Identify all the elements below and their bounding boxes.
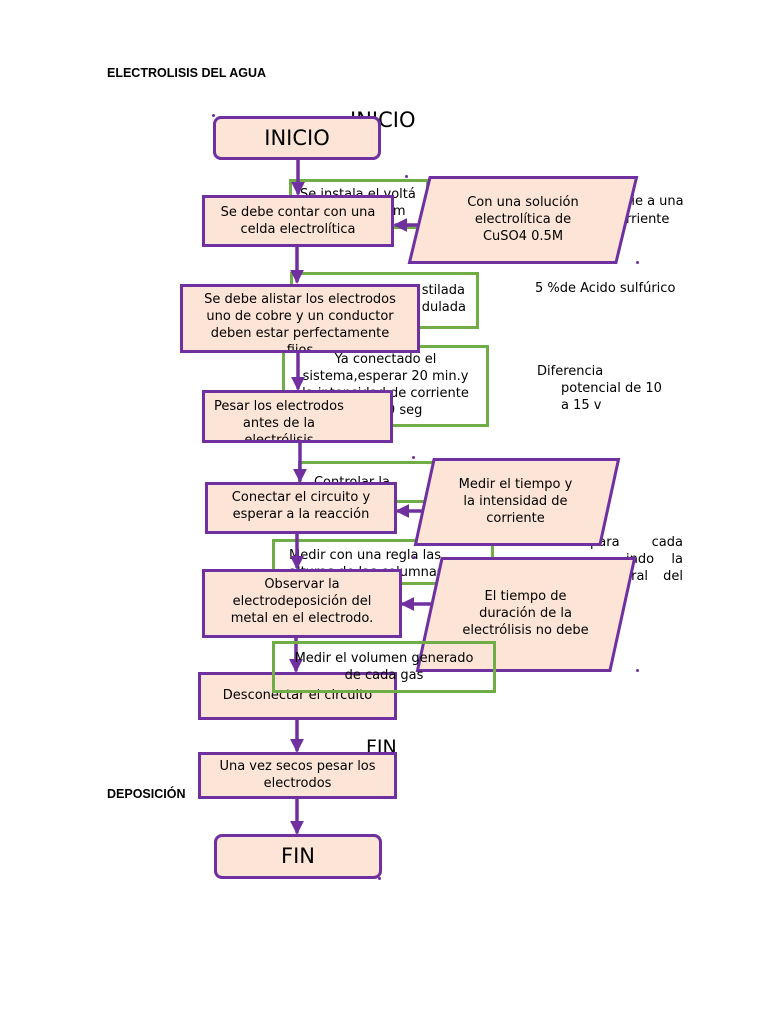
handle-dot — [378, 877, 381, 880]
flow-step-line: esperar a la reacción — [232, 507, 370, 522]
voltage-note-line: potencial de 10 — [561, 381, 662, 396]
flow-step-6: Desconectar el circuito — [198, 672, 397, 720]
flow-end: FIN — [214, 834, 382, 879]
green-box-line: Ya conectado el — [334, 352, 437, 367]
section-label: DEPOSICIÓN — [107, 787, 186, 801]
green-box-line: de cada gas — [344, 668, 424, 683]
io-line: Con una solución — [467, 195, 579, 210]
handle-dot — [636, 261, 639, 264]
flow-step-line: uno de cobre y un conductor — [206, 309, 394, 324]
voltage-note-line: a 15 v — [561, 398, 602, 413]
flow-step-line: deben estar perfectamente — [210, 326, 390, 341]
green-box-line: sistema,esperar 20 min.y — [302, 369, 469, 384]
green-box-line: Medir el volumen generado — [294, 651, 474, 666]
flow-step-line: electrólisis — [244, 433, 314, 443]
flow-step-5: Observar la electrodeposición del metal … — [202, 569, 402, 638]
flow-step-line: electrodeposición del — [232, 594, 372, 609]
paragraph-line: indo la — [626, 552, 683, 567]
handle-dot — [636, 669, 639, 672]
flow-step-4: Conectar el circuito y esperar a la reac… — [205, 482, 397, 534]
paragraph-line: tral del — [626, 569, 683, 584]
io-line: electrólisis no debe — [462, 623, 589, 638]
io-shape-2: Medir el tiempo y la intensidad de corri… — [413, 458, 621, 546]
flow-step-line: Conectar el circuito y — [231, 490, 371, 505]
io-line: duración de la — [479, 606, 572, 621]
green-box-line: stilada — [421, 283, 465, 298]
voltage-note: Diferencia potencial de 10 a 15 v — [537, 363, 687, 414]
handle-dot — [413, 556, 416, 559]
voltage-note-line: Diferencia — [537, 364, 604, 379]
flow-step-line: fijos — [286, 343, 314, 353]
flow-step-line: metal en el electrodo. — [230, 611, 374, 626]
flow-step-line: celda electrolítica — [240, 222, 356, 237]
paragraph-line: para cada — [590, 535, 683, 550]
background-text-right-1a: rie a una — [626, 194, 684, 209]
io-line: CuSO4 0.5M — [482, 229, 564, 244]
io-line: Medir el tiempo y — [458, 477, 573, 492]
background-paragraph-right: para cada indo la tral del — [590, 534, 683, 585]
flow-step-2: Se debe alistar los electrodos uno de co… — [180, 284, 420, 353]
io-shape-1: Con una solución electrolítica de CuSO4 … — [407, 176, 639, 264]
acid-note: 5 %de Acido sulfúrico — [535, 281, 676, 296]
flow-step-1: Se debe contar con una celda electrolíti… — [202, 195, 394, 247]
flow-step-3: Pesar los electrodos antes de la electró… — [202, 390, 393, 443]
flow-step-line: antes de la — [242, 416, 316, 431]
green-box-measure-gas: Medir el volumen generado de cada gas — [272, 641, 496, 693]
io-line: El tiempo de — [484, 589, 567, 604]
flow-step-line: Se debe alistar los electrodos — [204, 292, 396, 307]
flow-step-line: Se debe contar con una — [220, 205, 376, 220]
flow-step-line: Una vez secos pesar los — [219, 759, 376, 774]
io-line: corriente — [486, 511, 545, 526]
flow-start: INICIO — [213, 116, 381, 160]
green-box-line: Medir con una regla las — [289, 548, 441, 563]
handle-dot — [405, 175, 408, 178]
handle-dot — [212, 114, 215, 117]
document-title: ELECTROLISIS DEL AGUA — [107, 66, 267, 80]
io-line: la intensidad de — [463, 494, 568, 509]
handle-dot — [412, 456, 415, 459]
flow-step-line: Pesar los electrodos — [214, 399, 344, 414]
flow-step-7: Una vez secos pesar los electrodos — [198, 752, 397, 799]
io-line: electrolítica de — [474, 212, 572, 227]
flow-step-line: electrodos — [263, 776, 332, 791]
flow-step-line: Observar la — [264, 577, 340, 592]
green-box-line: dulada — [421, 300, 466, 315]
background-text-right-1b: rriente — [626, 212, 670, 227]
